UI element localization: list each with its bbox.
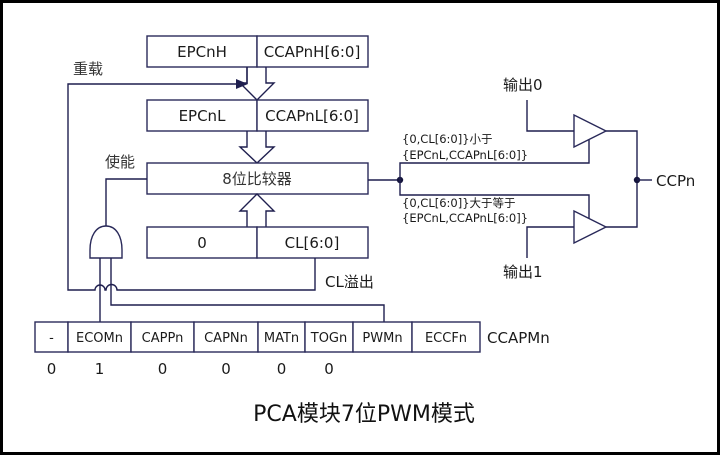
register-row-low: EPCnL CCAPnL[6:0]	[146, 99, 369, 132]
output1-label: 输出1	[503, 263, 543, 281]
ccapnl-label: CCAPnL[6:0]	[265, 107, 359, 125]
cl-overflow-label: CL溢出	[325, 273, 374, 291]
epcnl-cell	[146, 99, 258, 132]
compare-input-arrow-icon	[238, 131, 276, 164]
diagram-title: PCA模块7位PWM模式	[253, 402, 475, 427]
ccapmn-bit-value: 1	[95, 360, 105, 378]
less-than-wire	[399, 140, 590, 180]
ccapmn-bit-value: 0	[221, 360, 231, 378]
output0-label: 输出0	[503, 76, 543, 94]
epcnh-label: EPCnH	[177, 43, 227, 61]
ccapmn-bit-label: TOGn	[310, 331, 348, 346]
cond-ge-line1: {0,CL[6:0]}大于等于	[402, 196, 516, 210]
ccapmn-register: - 0 ECOMn 1 CAPPn 0 CAPNn 0 MATn 0 TOGn 0 PWMn ECCFn	[34, 321, 481, 378]
ccapnl-cell	[256, 99, 369, 132]
ccapmn-bit-cell	[304, 321, 354, 353]
cond-less-line2: {EPCnL,CCAPnL[6:0]}	[402, 148, 528, 162]
ccapmn-name: CCAPMn	[487, 329, 550, 347]
ccapmn-bit-label: ECOMn	[76, 331, 123, 346]
ccpn-label: CCPn	[656, 172, 695, 190]
reload-wire	[67, 83, 316, 291]
pwmn-wire	[110, 258, 385, 322]
buffer-top-icon	[573, 113, 608, 149]
output0-wire	[526, 100, 574, 132]
register-row-high: EPCnH CCAPnH[6:0]	[146, 35, 369, 68]
ccapmn-bit-cell	[411, 321, 481, 353]
ccapmn-bit-label: PWMn	[362, 331, 402, 346]
and-gate-icon	[89, 225, 123, 259]
cl-label: CL[6:0]	[285, 234, 340, 252]
cond-less-line1: {0,CL[6:0]}小于	[402, 132, 493, 146]
counter-high-label: 0	[197, 234, 207, 252]
buffer-bottom-icon	[573, 209, 608, 245]
reload-arrowhead-icon	[236, 79, 248, 89]
ccapmn-bit-value: 0	[47, 360, 57, 378]
ccapmn-bit-label: CAPPn	[142, 331, 184, 346]
counter-high-cell	[146, 226, 258, 259]
epcnl-label: EPCnL	[179, 107, 227, 125]
ccapnh-label: CCAPnH[6:0]	[264, 43, 361, 61]
ccapmn-bit-label: ECCFn	[425, 331, 467, 346]
reload-label: 重载	[73, 60, 103, 78]
ccapmn-bit-cell	[67, 321, 132, 353]
ccapmn-bit-label: -	[49, 331, 54, 346]
cl-cell	[256, 226, 369, 259]
ccapmn-bit-value: 0	[324, 360, 334, 378]
counter-arrow-icon	[238, 193, 276, 227]
enable-wire	[105, 178, 147, 226]
ccapmn-bit-value: 0	[158, 360, 168, 378]
cond-ge-line2: {EPCnL,CCAPnL[6:0]}	[402, 211, 528, 225]
output1-wire	[526, 226, 574, 258]
counter-row: 0 CL[6:0]	[146, 226, 369, 259]
ccapnh-cell	[256, 35, 369, 68]
buffer-merge-wire	[606, 130, 638, 228]
ccapmn-bit-label: MATn	[264, 331, 299, 346]
comparator-label: 8位比较器	[222, 170, 292, 188]
epcnh-cell	[146, 35, 258, 68]
ccapmn-bit-label: CAPNn	[204, 331, 248, 346]
greater-equal-wire	[399, 180, 590, 219]
ccapmn-bit-cell	[352, 321, 413, 353]
ccapmn-bit-value: 0	[277, 360, 287, 378]
enable-label: 使能	[105, 153, 135, 171]
ccapmn-bit-cell	[193, 321, 259, 353]
